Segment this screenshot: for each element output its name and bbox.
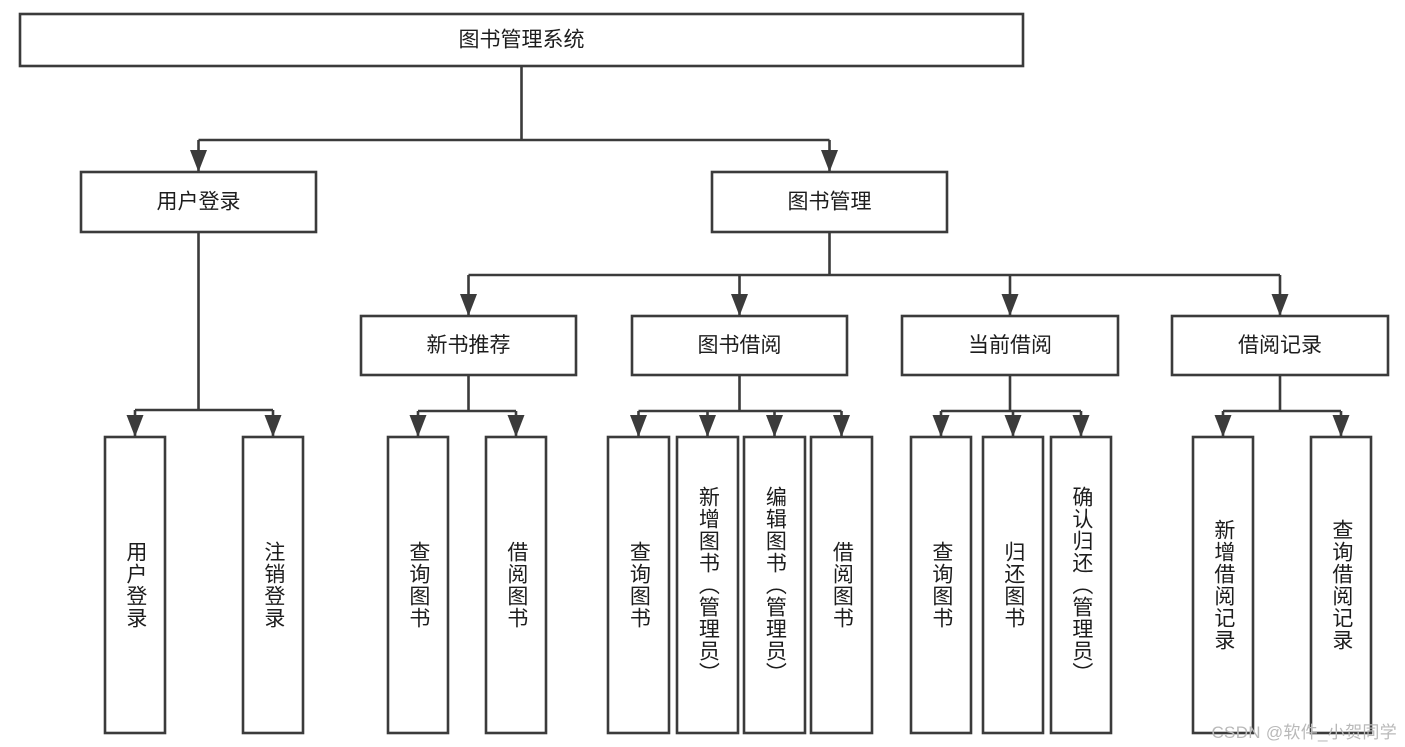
level3-box-3[interactable] (1170, 314, 1390, 377)
leaf-box-2[interactable] (386, 435, 450, 735)
level2-box-1[interactable] (710, 170, 949, 234)
arrow-head-icon (126, 415, 144, 437)
leaf-box-3[interactable] (484, 435, 548, 735)
level2-label-1: 图书管理 (788, 191, 872, 214)
leaf-box-5[interactable] (675, 435, 740, 735)
boxes-layer (18, 12, 1390, 735)
level3-box-1[interactable] (630, 314, 849, 377)
arrow-head-icon (1332, 415, 1350, 437)
leaf-box-10[interactable] (1049, 435, 1113, 735)
leaf-box-0[interactable] (103, 435, 167, 735)
leaf-box-12[interactable] (1309, 435, 1373, 735)
arrow-head-icon (1001, 294, 1019, 316)
root-box-0[interactable] (18, 12, 1025, 68)
leaf-box-9[interactable] (981, 435, 1045, 735)
leaf-box-11[interactable] (1191, 435, 1255, 735)
arrow-head-icon (766, 415, 783, 437)
leaf-box-7[interactable] (809, 435, 874, 735)
arrow-head-icon (731, 294, 748, 316)
arrow-head-icon (190, 150, 207, 172)
level3-label-1: 图书借阅 (698, 334, 782, 357)
arrow-head-icon (1072, 415, 1090, 437)
leaf-box-4[interactable] (606, 435, 671, 735)
arrow-head-icon (507, 415, 525, 437)
level2-box-0[interactable] (79, 170, 318, 234)
level3-box-2[interactable] (900, 314, 1120, 377)
arrow-head-icon (264, 415, 282, 437)
level3-box-0[interactable] (359, 314, 578, 377)
leaf-box-1[interactable] (241, 435, 305, 735)
arrow-head-icon (460, 294, 477, 316)
arrow-head-icon (409, 415, 427, 437)
arrow-head-icon (630, 415, 647, 437)
arrow-head-icon (821, 150, 838, 172)
arrow-head-icon (932, 415, 950, 437)
leaf-box-6[interactable] (742, 435, 807, 735)
level3-label-0: 新书推荐 (427, 334, 511, 357)
level3-label-2: 当前借阅 (968, 334, 1052, 357)
level2-label-0: 用户登录 (157, 191, 241, 214)
arrow-head-icon (833, 415, 850, 437)
root-label-0: 图书管理系统 (459, 29, 585, 52)
leaf-box-8[interactable] (909, 435, 973, 735)
connectors-layer (126, 66, 1350, 437)
arrow-head-icon (1214, 415, 1232, 437)
arrow-head-icon (699, 415, 716, 437)
arrow-head-icon (1004, 415, 1022, 437)
arrow-head-icon (1271, 294, 1289, 316)
level3-label-3: 借阅记录 (1238, 334, 1322, 357)
csdn-watermark: CSDN @软件_小贺同学 (1211, 723, 1397, 742)
